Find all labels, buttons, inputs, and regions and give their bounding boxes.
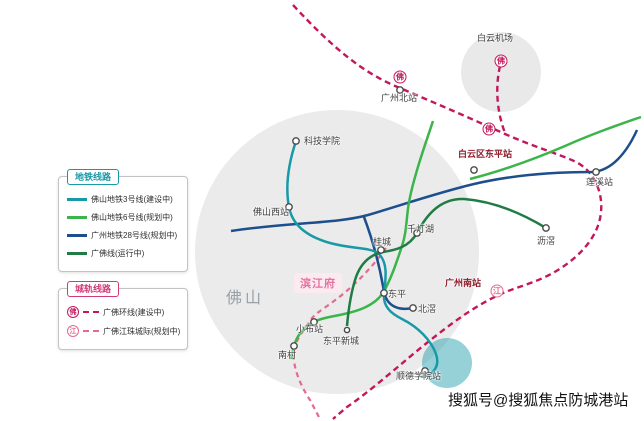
station-label-xiaobu: 小布站 bbox=[296, 324, 324, 334]
line-swatch bbox=[83, 330, 99, 332]
line-gfjz-intercity bbox=[292, 247, 387, 420]
airport-area-circle bbox=[461, 32, 541, 112]
station-label-lijiao: 沥滘 bbox=[537, 236, 556, 246]
legend-item-label: 佛山地铁3号线(建设中) bbox=[91, 195, 173, 204]
station-dot-nancun bbox=[290, 342, 298, 350]
line-swatch bbox=[67, 252, 87, 255]
station-dot-baiyun-dongping bbox=[470, 166, 478, 174]
intercity-line-badge: 江 bbox=[67, 325, 79, 337]
legend-intercity-lines: 城轨线路 佛 广佛环线(建设中) 江 广佛江珠城际(规划中) bbox=[58, 281, 188, 350]
loop-line-badge: 佛 bbox=[494, 54, 508, 68]
station-dot-foshan-west bbox=[285, 203, 293, 211]
legend-item-guangzhou-metro-28: 广州地铁28号线(规划中) bbox=[67, 230, 185, 241]
legend-item-guangfo-line: 广佛线(运行中) bbox=[67, 248, 185, 259]
station-label-baiyun-airport: 白云机场 bbox=[477, 33, 514, 43]
station-dot-xiaobu bbox=[310, 318, 318, 326]
station-dot-qiandenghu bbox=[413, 229, 421, 237]
station-dot-lianxi bbox=[592, 168, 600, 176]
station-label-foshan-west: 佛山西站 bbox=[253, 207, 290, 217]
station-label-beijiao: 北滘 bbox=[418, 304, 437, 314]
legend-item-label: 广州地铁28号线(规划中) bbox=[91, 231, 178, 240]
station-dot-lijiao bbox=[542, 224, 550, 232]
station-dot-guicheng bbox=[377, 246, 385, 254]
loop-line-badge: 佛 bbox=[482, 122, 496, 136]
legend-metro-lines: 地铁线路 佛山地铁3号线(建设中) 佛山地铁6号线(规划中) 广州地铁28号线(… bbox=[58, 169, 188, 272]
station-label-guangzhou-south: 广州南站 bbox=[445, 278, 482, 288]
legend-item-foshan-metro-3: 佛山地铁3号线(建设中) bbox=[67, 194, 185, 205]
line-guangzhou-metro-28 bbox=[230, 129, 639, 233]
line-guangfo-loop-airport-branch bbox=[496, 65, 507, 134]
station-label-keji-college: 科技学院 bbox=[304, 136, 341, 146]
station-label-shunde-college: 顺德学院站 bbox=[396, 371, 442, 381]
legend-item-label: 佛山地铁6号线(规划中) bbox=[91, 213, 173, 222]
station-label-lianxi: 莲溪站 bbox=[586, 177, 614, 187]
sohu-watermark: 搜狐号@搜狐焦点防城港站 bbox=[448, 392, 629, 409]
station-label-guicheng: 桂城 bbox=[373, 237, 392, 247]
legend-item-foshan-metro-6: 佛山地铁6号线(规划中) bbox=[67, 212, 185, 223]
station-label-dongping: 东平 bbox=[388, 289, 407, 299]
intercity-line-badge: 江 bbox=[490, 284, 504, 298]
station-dot-dongping-newtown bbox=[343, 326, 351, 334]
legend-item-guangfo-loop: 佛 广佛环线(建设中) bbox=[67, 306, 185, 318]
station-label-qiandenghu: 千灯湖 bbox=[407, 224, 435, 234]
legend-metro-title: 地铁线路 bbox=[67, 169, 120, 185]
legend-item-label: 广佛江珠城际(规划中) bbox=[103, 326, 181, 336]
station-dot-shunde-college bbox=[421, 367, 429, 375]
legend-rail-title: 城轨线路 bbox=[67, 281, 120, 297]
region-label-foshan: 佛山 bbox=[226, 290, 265, 307]
line-green-northeast bbox=[469, 115, 642, 181]
line-swatch bbox=[67, 216, 87, 219]
loop-line-badge: 佛 bbox=[67, 306, 79, 318]
legend-item-label: 广佛线(运行中) bbox=[91, 249, 145, 258]
station-label-baiyun-dongping: 白云区东平站 bbox=[458, 149, 513, 159]
line-swatch bbox=[83, 311, 99, 313]
line-swatch bbox=[67, 234, 87, 237]
legend-item-label: 广佛环线(建设中) bbox=[103, 307, 165, 317]
station-dot-beijiao bbox=[409, 304, 417, 312]
station-dot-keji-college bbox=[292, 137, 300, 145]
station-dot-dongping bbox=[380, 289, 388, 297]
station-label-dongping-newtown: 东平新城 bbox=[323, 336, 360, 346]
property-watermark: 滨江府 bbox=[294, 273, 342, 293]
line-swatch bbox=[67, 198, 87, 201]
loop-line-badge: 佛 bbox=[393, 70, 407, 84]
legend-item-gfjz-intercity: 江 广佛江珠城际(规划中) bbox=[67, 325, 185, 337]
station-label-nancun: 南村 bbox=[278, 350, 297, 360]
line-guangfo-metro bbox=[345, 197, 547, 327]
station-dots bbox=[285, 86, 600, 375]
station-label-guangzhou-north: 广州北站 bbox=[381, 93, 418, 103]
line-guangfo-loop bbox=[292, 4, 603, 420]
station-dot-guangzhou-north bbox=[396, 86, 404, 94]
